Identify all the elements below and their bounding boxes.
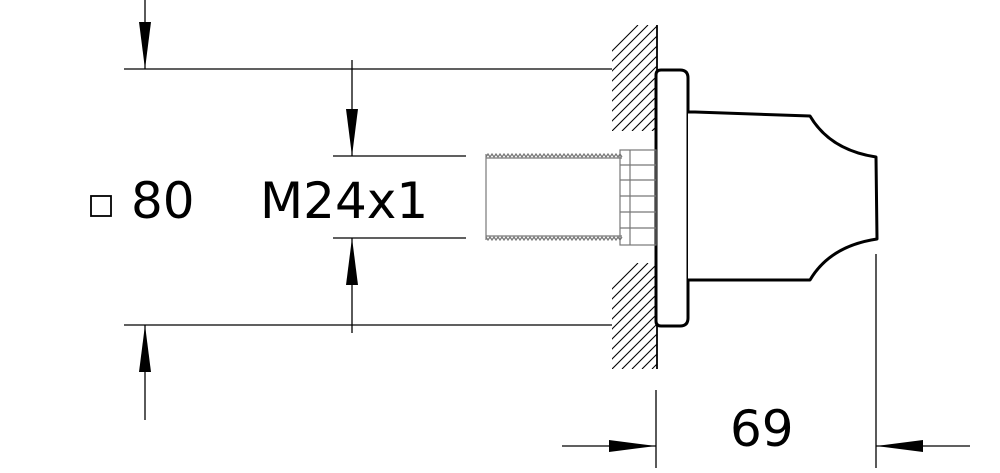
dimension-label-depth: 69 [730, 400, 794, 458]
cover-plate [654, 68, 690, 328]
dimension-label-plate-size: 80 [131, 172, 195, 230]
threaded-spindle [485, 152, 623, 242]
dimension-depth: 69 [562, 400, 970, 458]
dimension-plate-size: 80 [90, 0, 195, 420]
handle-body [688, 110, 879, 282]
splined-adapter [619, 149, 657, 246]
dimension-label-thread: M24x1 [260, 172, 428, 230]
square-symbol [90, 195, 112, 217]
dimension-thread: M24x1 [260, 60, 428, 333]
extension-lines [124, 68, 877, 468]
